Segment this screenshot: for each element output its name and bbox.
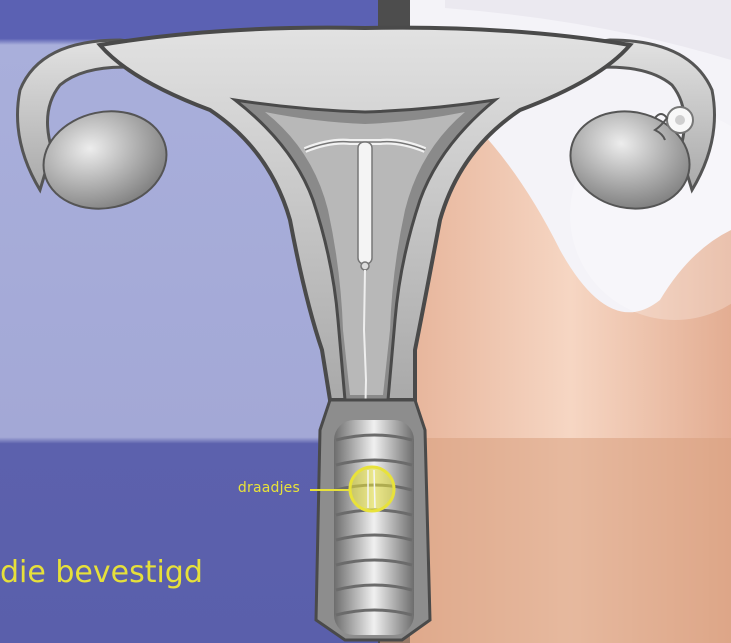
yellow-circle <box>350 467 394 511</box>
caption-text: die bevestigd <box>0 555 203 590</box>
lower-overlay <box>380 438 731 643</box>
strings-label: draadjes <box>150 480 300 496</box>
vaginal-canal <box>334 420 414 635</box>
